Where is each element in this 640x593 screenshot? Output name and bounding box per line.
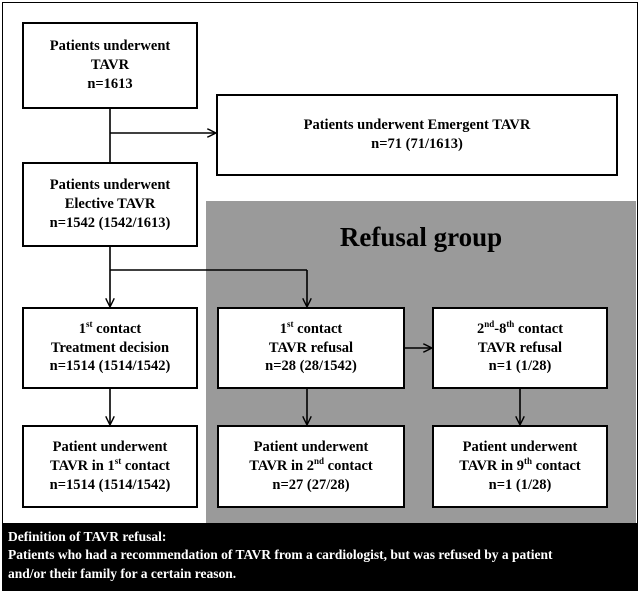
- box-total-tavr: Patients underwent TAVR n=1613: [22, 22, 198, 109]
- box-first-contact-refusal: 1st contact TAVR refusal n=28 (28/1542): [217, 307, 405, 389]
- box-tavr-second-contact: Patient underwent TAVR in 2nd contact n=…: [217, 425, 405, 508]
- definition-box: Definition of TAVR refusal: Patients who…: [2, 523, 638, 591]
- box-first-contact-decision: 1st contact Treatment decision n=1514 (1…: [22, 307, 198, 389]
- box-elective-tavr: Patients underwent Elective TAVR n=1542 …: [22, 162, 198, 247]
- box-later-contact-refusal: 2nd-8th contact TAVR refusal n=1 (1/28): [432, 307, 608, 389]
- definition-text-line1: Patients who had a recommendation of TAV…: [8, 547, 553, 563]
- box-tavr-ninth-contact: Patient underwent TAVR in 9th contact n=…: [432, 425, 608, 508]
- box-emergent-tavr: Patients underwent Emergent TAVR n=71 (7…: [216, 94, 618, 176]
- refusal-group-title: Refusal group: [339, 222, 503, 252]
- box-tavr-first-contact: Patient underwent TAVR in 1st contact n=…: [22, 425, 198, 508]
- definition-text-line2: and/or their family for a certain reason…: [8, 565, 237, 581]
- definition-title: Definition of TAVR refusal:: [8, 529, 167, 544]
